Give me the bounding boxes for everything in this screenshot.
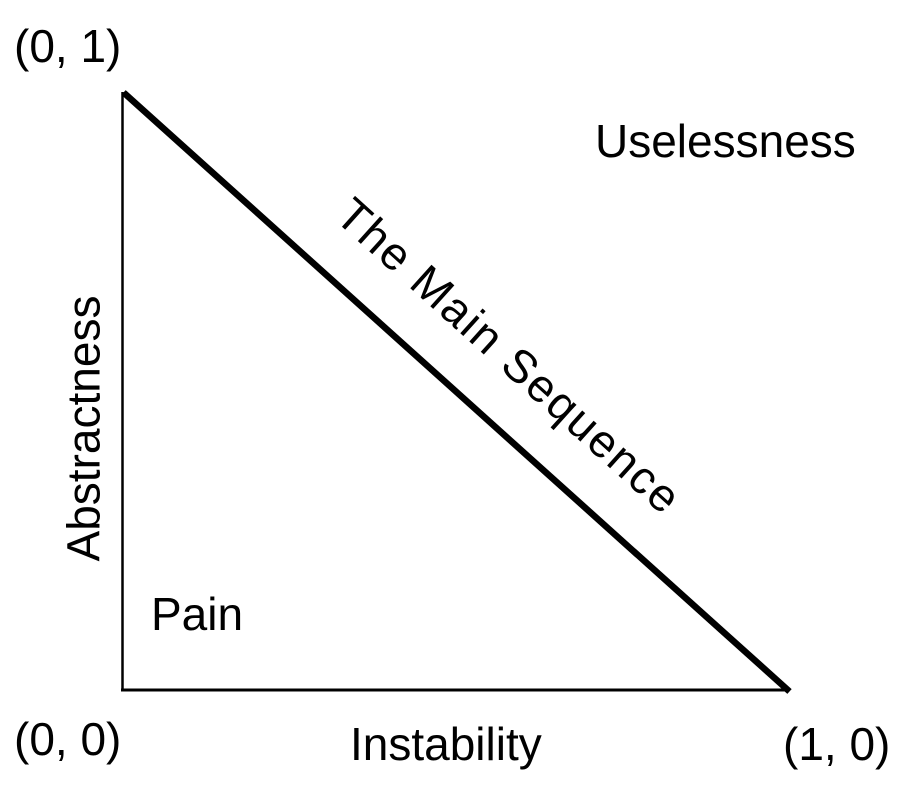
main-sequence-line <box>121 90 792 694</box>
y-axis-label-abstractness: Abstractness <box>57 295 110 562</box>
region-label-pain: Pain <box>151 588 244 640</box>
corner-label-0-0: (0, 0) <box>14 713 122 765</box>
corner-label-0-1: (0, 1) <box>14 20 122 72</box>
corner-label-1-0: (1, 0) <box>783 718 891 770</box>
x-axis-label-instability: Instability <box>350 718 542 770</box>
region-label-uselessness: Uselessness <box>595 115 856 167</box>
